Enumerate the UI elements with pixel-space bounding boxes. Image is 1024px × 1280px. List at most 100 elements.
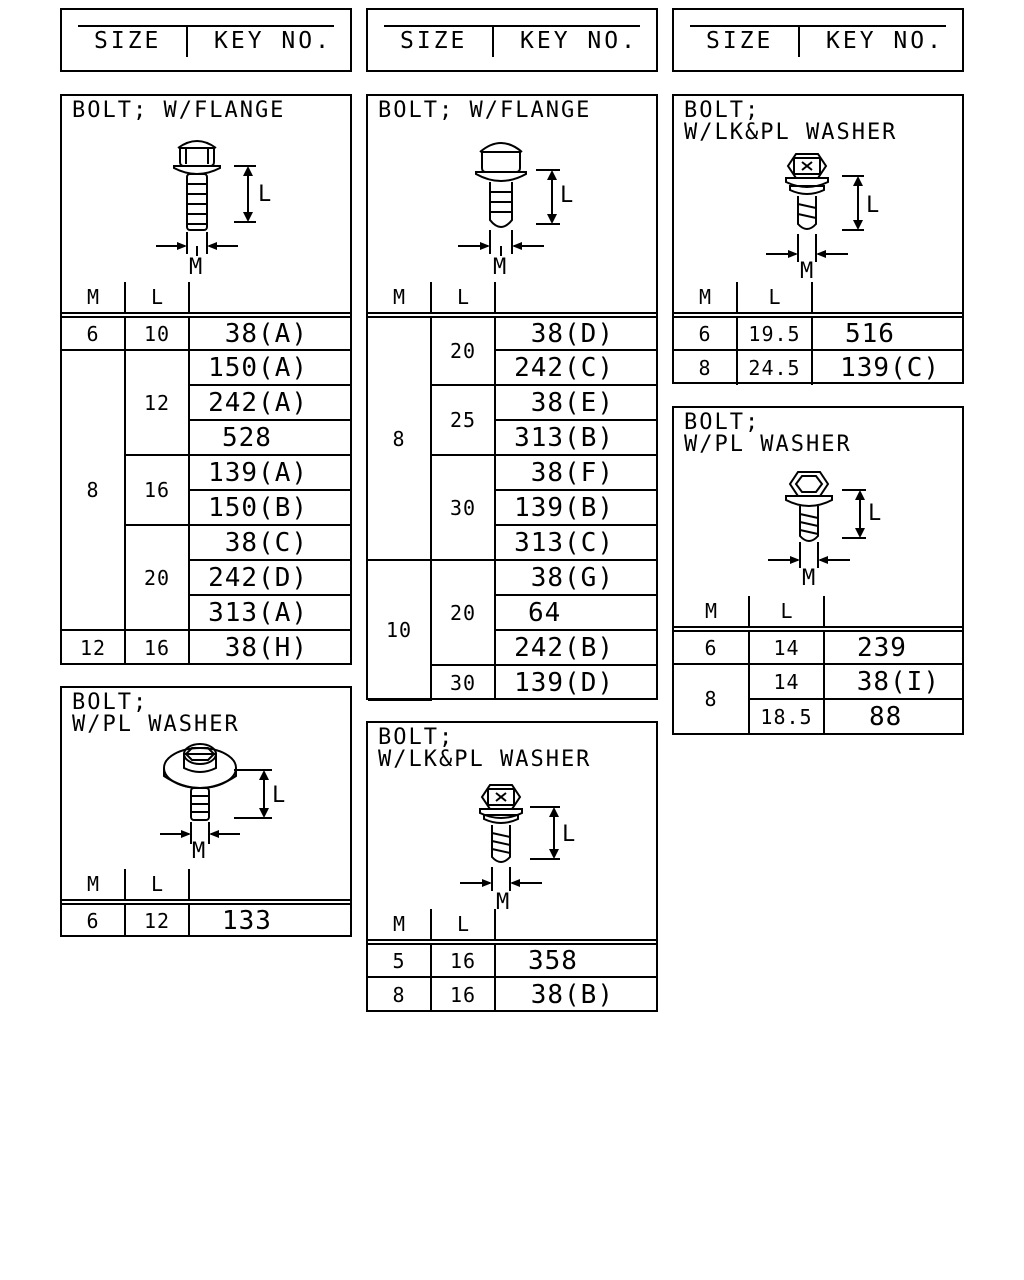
cell-key-no: 358	[494, 939, 656, 978]
cell-key-no: 64	[495, 594, 656, 631]
cell-key-no: 38(C)	[188, 524, 350, 561]
cell-m: 6	[62, 312, 126, 351]
panel-title: BOLT; W/FLANGE	[72, 98, 286, 123]
dim-l-label: L	[560, 183, 573, 208]
cell-l: 16	[430, 939, 496, 978]
dim-m-label: M	[189, 255, 202, 280]
col-m-header: M	[62, 869, 126, 902]
col-m-header: M	[62, 282, 126, 315]
cell-key-no: 313(B)	[495, 419, 656, 456]
cell-key-no: 38(E)	[494, 384, 656, 421]
col-m-header: M	[368, 282, 432, 315]
cell-key-no: 239	[823, 626, 962, 665]
dim-l-label: L	[868, 501, 881, 526]
cell-m: 8	[674, 349, 738, 385]
cell-l: 24.5	[736, 349, 813, 385]
cell-key-no: 38(G)	[494, 559, 656, 596]
dim-m-label: M	[800, 259, 813, 284]
size-key-header-2: SIZE KEY NO.	[366, 8, 658, 72]
cell-key-no: 139(D)	[494, 664, 656, 700]
cell-m: 8	[368, 976, 432, 1012]
pl-washer-bolt-drawing: L M	[160, 743, 285, 864]
cell-l: 16	[124, 629, 190, 665]
col-l-header: L	[736, 282, 813, 315]
cell-key-no: 38(B)	[494, 976, 656, 1012]
header-key-no-label: KEY NO.	[520, 28, 638, 54]
cell-l: 19.5	[736, 312, 813, 351]
cell-key-no: 139(B)	[495, 489, 656, 526]
dim-m-label: M	[493, 255, 506, 280]
size-key-header-3: SIZE KEY NO.	[672, 8, 964, 72]
col-m-header: M	[674, 596, 750, 629]
cell-key-no: 88	[823, 698, 962, 734]
cell-m: 12	[62, 629, 126, 665]
size-key-header-1: SIZE KEY NO.	[60, 8, 352, 72]
col-l-header: L	[430, 282, 496, 315]
cell-l: 14	[748, 663, 825, 700]
cell-key-no: 242(A)	[189, 384, 350, 421]
cell-key-no: 38(A)	[188, 312, 350, 351]
cell-l: 10	[124, 312, 190, 351]
cell-l: 20	[430, 312, 496, 386]
cell-m: 8	[368, 312, 432, 561]
panel-title: BOLT; W/FLANGE	[378, 98, 592, 123]
col-l-header: L	[124, 282, 190, 315]
cell-key-no: 242(B)	[495, 629, 656, 666]
cell-l: 14	[748, 626, 825, 665]
flange-bolt-drawing: L M	[156, 140, 271, 280]
cell-key-no: 38(D)	[494, 312, 656, 351]
dim-l-label: L	[272, 783, 285, 808]
col-l-header: L	[430, 909, 496, 942]
dim-l-label: L	[866, 193, 879, 218]
panel-title: BOLT; W/PL WASHER	[72, 690, 240, 737]
cell-m: 6	[62, 899, 126, 937]
header-size-label: SIZE	[94, 28, 162, 54]
cell-l: 16	[430, 976, 496, 1012]
cell-key-no: 150(B)	[189, 489, 350, 526]
cell-l: 12	[124, 349, 190, 456]
dim-m-label: M	[496, 890, 509, 915]
header-size-label: SIZE	[706, 28, 774, 54]
lk-pl-washer-bolt-drawing: L M	[766, 153, 879, 284]
header-key-no-label: KEY NO.	[214, 28, 332, 54]
cell-key-no: 133	[188, 899, 350, 937]
cell-key-no: 516	[811, 312, 962, 351]
dim-m-label: M	[802, 566, 815, 591]
cell-key-no: 38(F)	[494, 454, 656, 491]
cell-l: 30	[431, 454, 496, 561]
flange-bolt-drawing: L M	[458, 142, 573, 280]
dim-l-label: L	[562, 822, 575, 847]
panel-title: BOLT; W/LK&PL WASHER	[378, 725, 592, 772]
dim-m-label: M	[192, 839, 205, 864]
cell-key-no: 150(A)	[188, 349, 350, 386]
cell-m: 5	[368, 939, 432, 978]
cell-key-no: 139(C)	[811, 349, 962, 385]
header-size-label: SIZE	[400, 28, 468, 54]
cell-key-no: 313(A)	[189, 594, 350, 631]
panel-title: BOLT; W/LK&PL WASHER	[684, 98, 898, 145]
panel-title: BOLT; W/PL WASHER	[684, 410, 852, 457]
cell-m: 8	[674, 663, 750, 735]
dim-l-label: L	[258, 182, 271, 207]
cell-key-no: 313(C)	[495, 524, 656, 561]
lk-pl-washer-bolt-drawing: L M	[460, 784, 575, 915]
pl-washer-bolt-drawing: L M	[768, 471, 881, 591]
cell-l: 20	[125, 524, 190, 631]
cell-l: 16	[125, 454, 190, 526]
col-m-header: M	[368, 909, 432, 942]
cell-key-no: 528	[189, 419, 350, 456]
cell-key-no: 242(D)	[189, 559, 350, 596]
cell-m: 10	[368, 559, 432, 701]
cell-m: 6	[674, 312, 738, 351]
